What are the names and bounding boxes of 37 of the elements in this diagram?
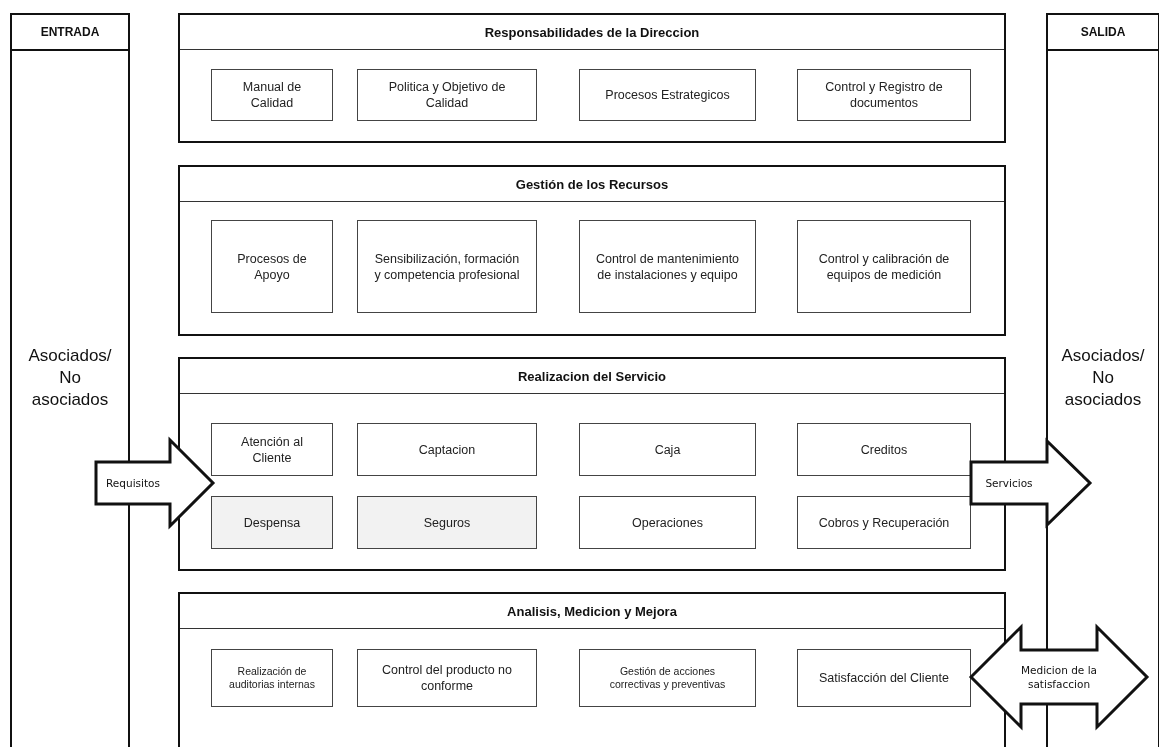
process-box: Captacion	[357, 423, 537, 476]
section-panel	[178, 592, 1006, 747]
edge-label: Servicios	[984, 476, 1034, 491]
column-label: Asociados/ No asociados	[1060, 345, 1146, 411]
column-label: Asociados/ No asociados	[27, 345, 113, 411]
process-box: Seguros	[357, 496, 537, 549]
process-box: Control del producto no conforme	[357, 649, 537, 707]
column-header: ENTRADA	[40, 25, 100, 39]
section-panel	[178, 13, 1006, 143]
edge-label: Requisitos	[105, 476, 161, 491]
section-panel	[178, 165, 1006, 336]
process-box: Control y calibración de equipos de medición	[797, 220, 971, 313]
process-box: Realización de auditorias internas	[211, 649, 333, 707]
edge-label: Medicion de la satisfaccion	[1020, 663, 1098, 692]
process-box: Satisfacción del Cliente	[797, 649, 971, 707]
process-box: Atención al Cliente	[211, 423, 333, 476]
block-arrow	[969, 437, 1093, 529]
process-box: Despensa	[211, 496, 333, 549]
process-box: Caja	[579, 423, 756, 476]
process-box: Control y Registro de documentos	[797, 69, 971, 121]
block-arrow	[968, 623, 1150, 731]
process-box: Operaciones	[579, 496, 756, 549]
column-header: SALIDA	[1080, 25, 1126, 39]
block-arrow	[94, 436, 216, 530]
section-header: Responsabilidades de la Direccion	[484, 24, 700, 40]
process-box: Manual de Calidad	[211, 69, 333, 121]
section-header: Realizacion del Servicio	[517, 368, 667, 384]
process-box: Control de mantenimiento de instalaciones y equipo	[579, 220, 756, 313]
process-box: Sensibilización, formación y competencia profesional	[357, 220, 537, 313]
section-header: Gestión de los Recursos	[515, 176, 669, 192]
process-box: Politica y Objetivo de Calidad	[357, 69, 537, 121]
section-header: Analisis, Medicion y Mejora	[507, 603, 677, 619]
process-box: Creditos	[797, 423, 971, 476]
process-box: Cobros y Recuperación	[797, 496, 971, 549]
process-box: Procesos de Apoyo	[211, 220, 333, 313]
process-box: Gestión de acciones correctivas y preventivas	[579, 649, 756, 707]
process-box: Procesos Estrategicos	[579, 69, 756, 121]
